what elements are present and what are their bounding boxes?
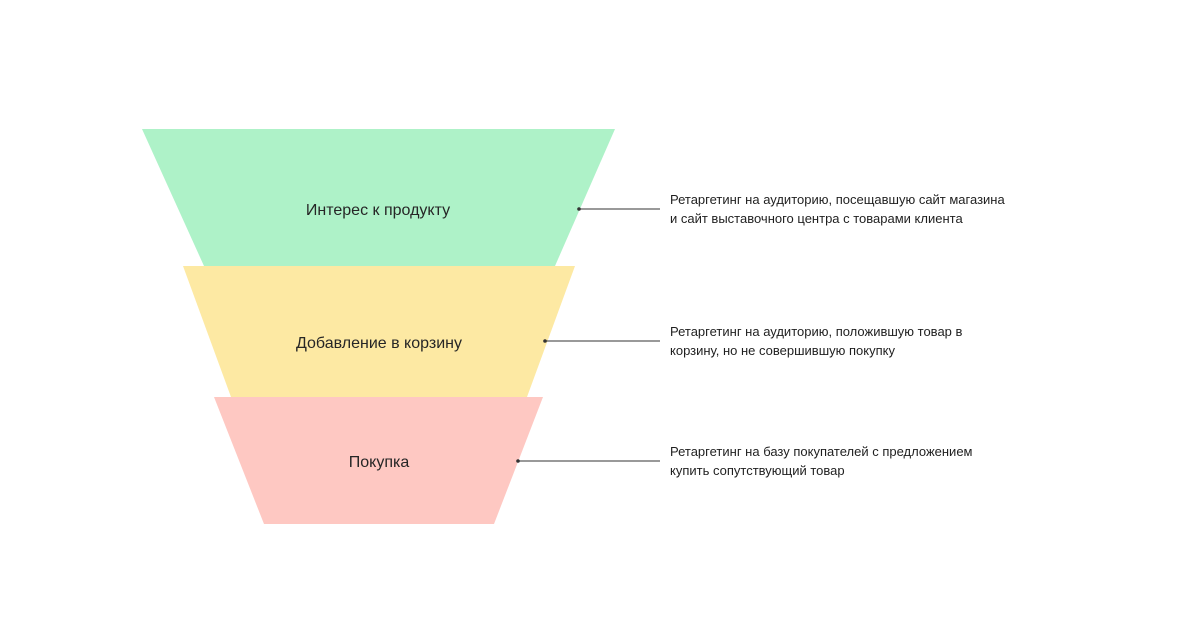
note-cart-line-2: корзину, но не совершившую покупку [670, 343, 895, 358]
funnel-stage-purchase-label: Покупка [349, 454, 410, 471]
note-purchase: Ретаргетинг на базу покупателей с предло… [670, 442, 1030, 480]
note-interest-line-2: и сайт выставочного центра с товарами кл… [670, 211, 963, 226]
funnel-stage-interest-label: Интерес к продукту [306, 202, 450, 219]
funnel-stage-cart [183, 266, 575, 397]
connector-dot-purchase [516, 459, 520, 463]
connector-dot-cart [543, 339, 547, 343]
note-interest-line-1: Ретаргетинг на аудиторию, посещавшую сай… [670, 192, 1005, 207]
note-cart: Ретаргетинг на аудиторию, положившую тов… [670, 322, 1030, 360]
funnel-stage-interest [142, 129, 615, 266]
note-purchase-line-2: купить сопутствующий товар [670, 463, 845, 478]
connector-dot-interest [577, 207, 581, 211]
note-cart-line-1: Ретаргетинг на аудиторию, положившую тов… [670, 324, 963, 339]
note-purchase-line-1: Ретаргетинг на базу покупателей с предло… [670, 444, 973, 459]
funnel-stage-purchase [214, 397, 543, 524]
note-interest: Ретаргетинг на аудиторию, посещавшую сай… [670, 190, 1030, 228]
funnel-stage-cart-label: Добавление в корзину [296, 335, 462, 352]
